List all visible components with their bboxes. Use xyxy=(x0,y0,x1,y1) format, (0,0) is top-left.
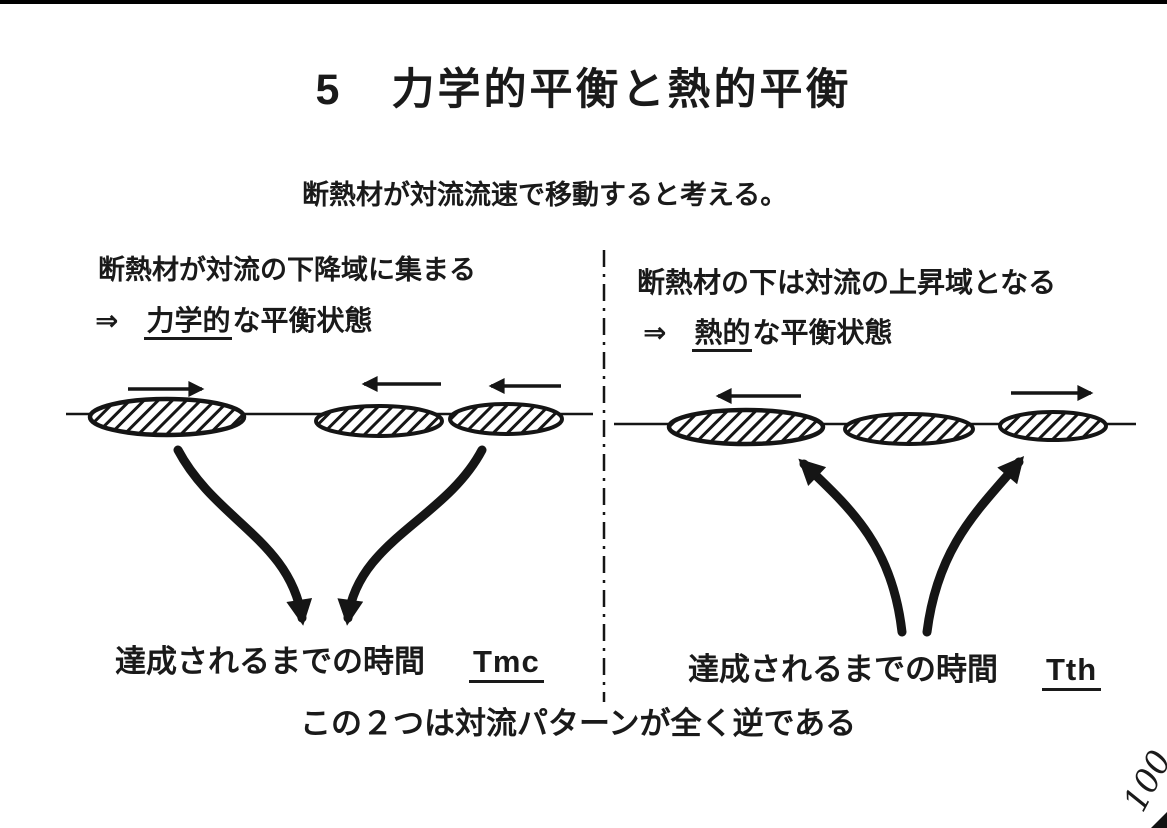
insulator-patch xyxy=(998,410,1108,442)
footer-note: この２つは対流パターンが全く逆である xyxy=(300,706,857,741)
right-panel-state-line: ⇒ 熱的な平衡状態 xyxy=(643,317,893,352)
implies-arrow: ⇒ xyxy=(643,317,667,348)
insulator-patch xyxy=(87,396,247,438)
right-time-caption: 達成されるまでの時間 Tth xyxy=(688,652,1102,691)
upwelling-flow-arrow xyxy=(922,456,1025,637)
slide-number: 5 xyxy=(315,66,340,114)
downwelling-flow-arrow xyxy=(173,445,313,626)
insulator-patch xyxy=(448,402,564,436)
insulator-patch xyxy=(843,412,975,446)
page-title: 力学的平衡と熱的平衡 xyxy=(391,66,852,114)
right-state-underlined: 熱的 xyxy=(692,317,753,352)
left-panel-heading: 断熱材が対流の下降域に集まる xyxy=(98,255,476,285)
right-time-value: Tth xyxy=(1042,652,1102,691)
right-state-rest: な平衡状態 xyxy=(752,317,893,348)
slide-title-row: 5 力学的平衡と熱的平衡 xyxy=(0,66,1167,115)
subtitle: 断熱材が対流流速で移動すると考える。 xyxy=(302,180,788,210)
left-time-label: 達成されるまでの時間 xyxy=(115,644,425,679)
downwelling-flow-arrow xyxy=(337,445,487,626)
insulator-patch xyxy=(666,407,826,447)
scan-edge-artifact-corner xyxy=(1151,812,1167,828)
scan-edge-artifact-top xyxy=(0,0,1167,4)
left-panel-state-line: ⇒ 力学的な平衡状態 xyxy=(95,305,373,340)
implies-arrow: ⇒ xyxy=(95,305,119,336)
upwelling-flow-arrow xyxy=(798,458,907,637)
left-time-caption: 達成されるまでの時間 Tmc xyxy=(115,644,544,683)
left-state-underlined: 力学的 xyxy=(144,305,233,340)
left-state-rest: な平衡状態 xyxy=(232,305,373,336)
left-time-value: Tmc xyxy=(469,644,544,683)
right-time-label: 達成されるまでの時間 xyxy=(688,652,998,687)
right-panel-heading: 断熱材の下は対流の上昇域となる xyxy=(637,267,1057,298)
insulator-patch xyxy=(314,404,444,438)
